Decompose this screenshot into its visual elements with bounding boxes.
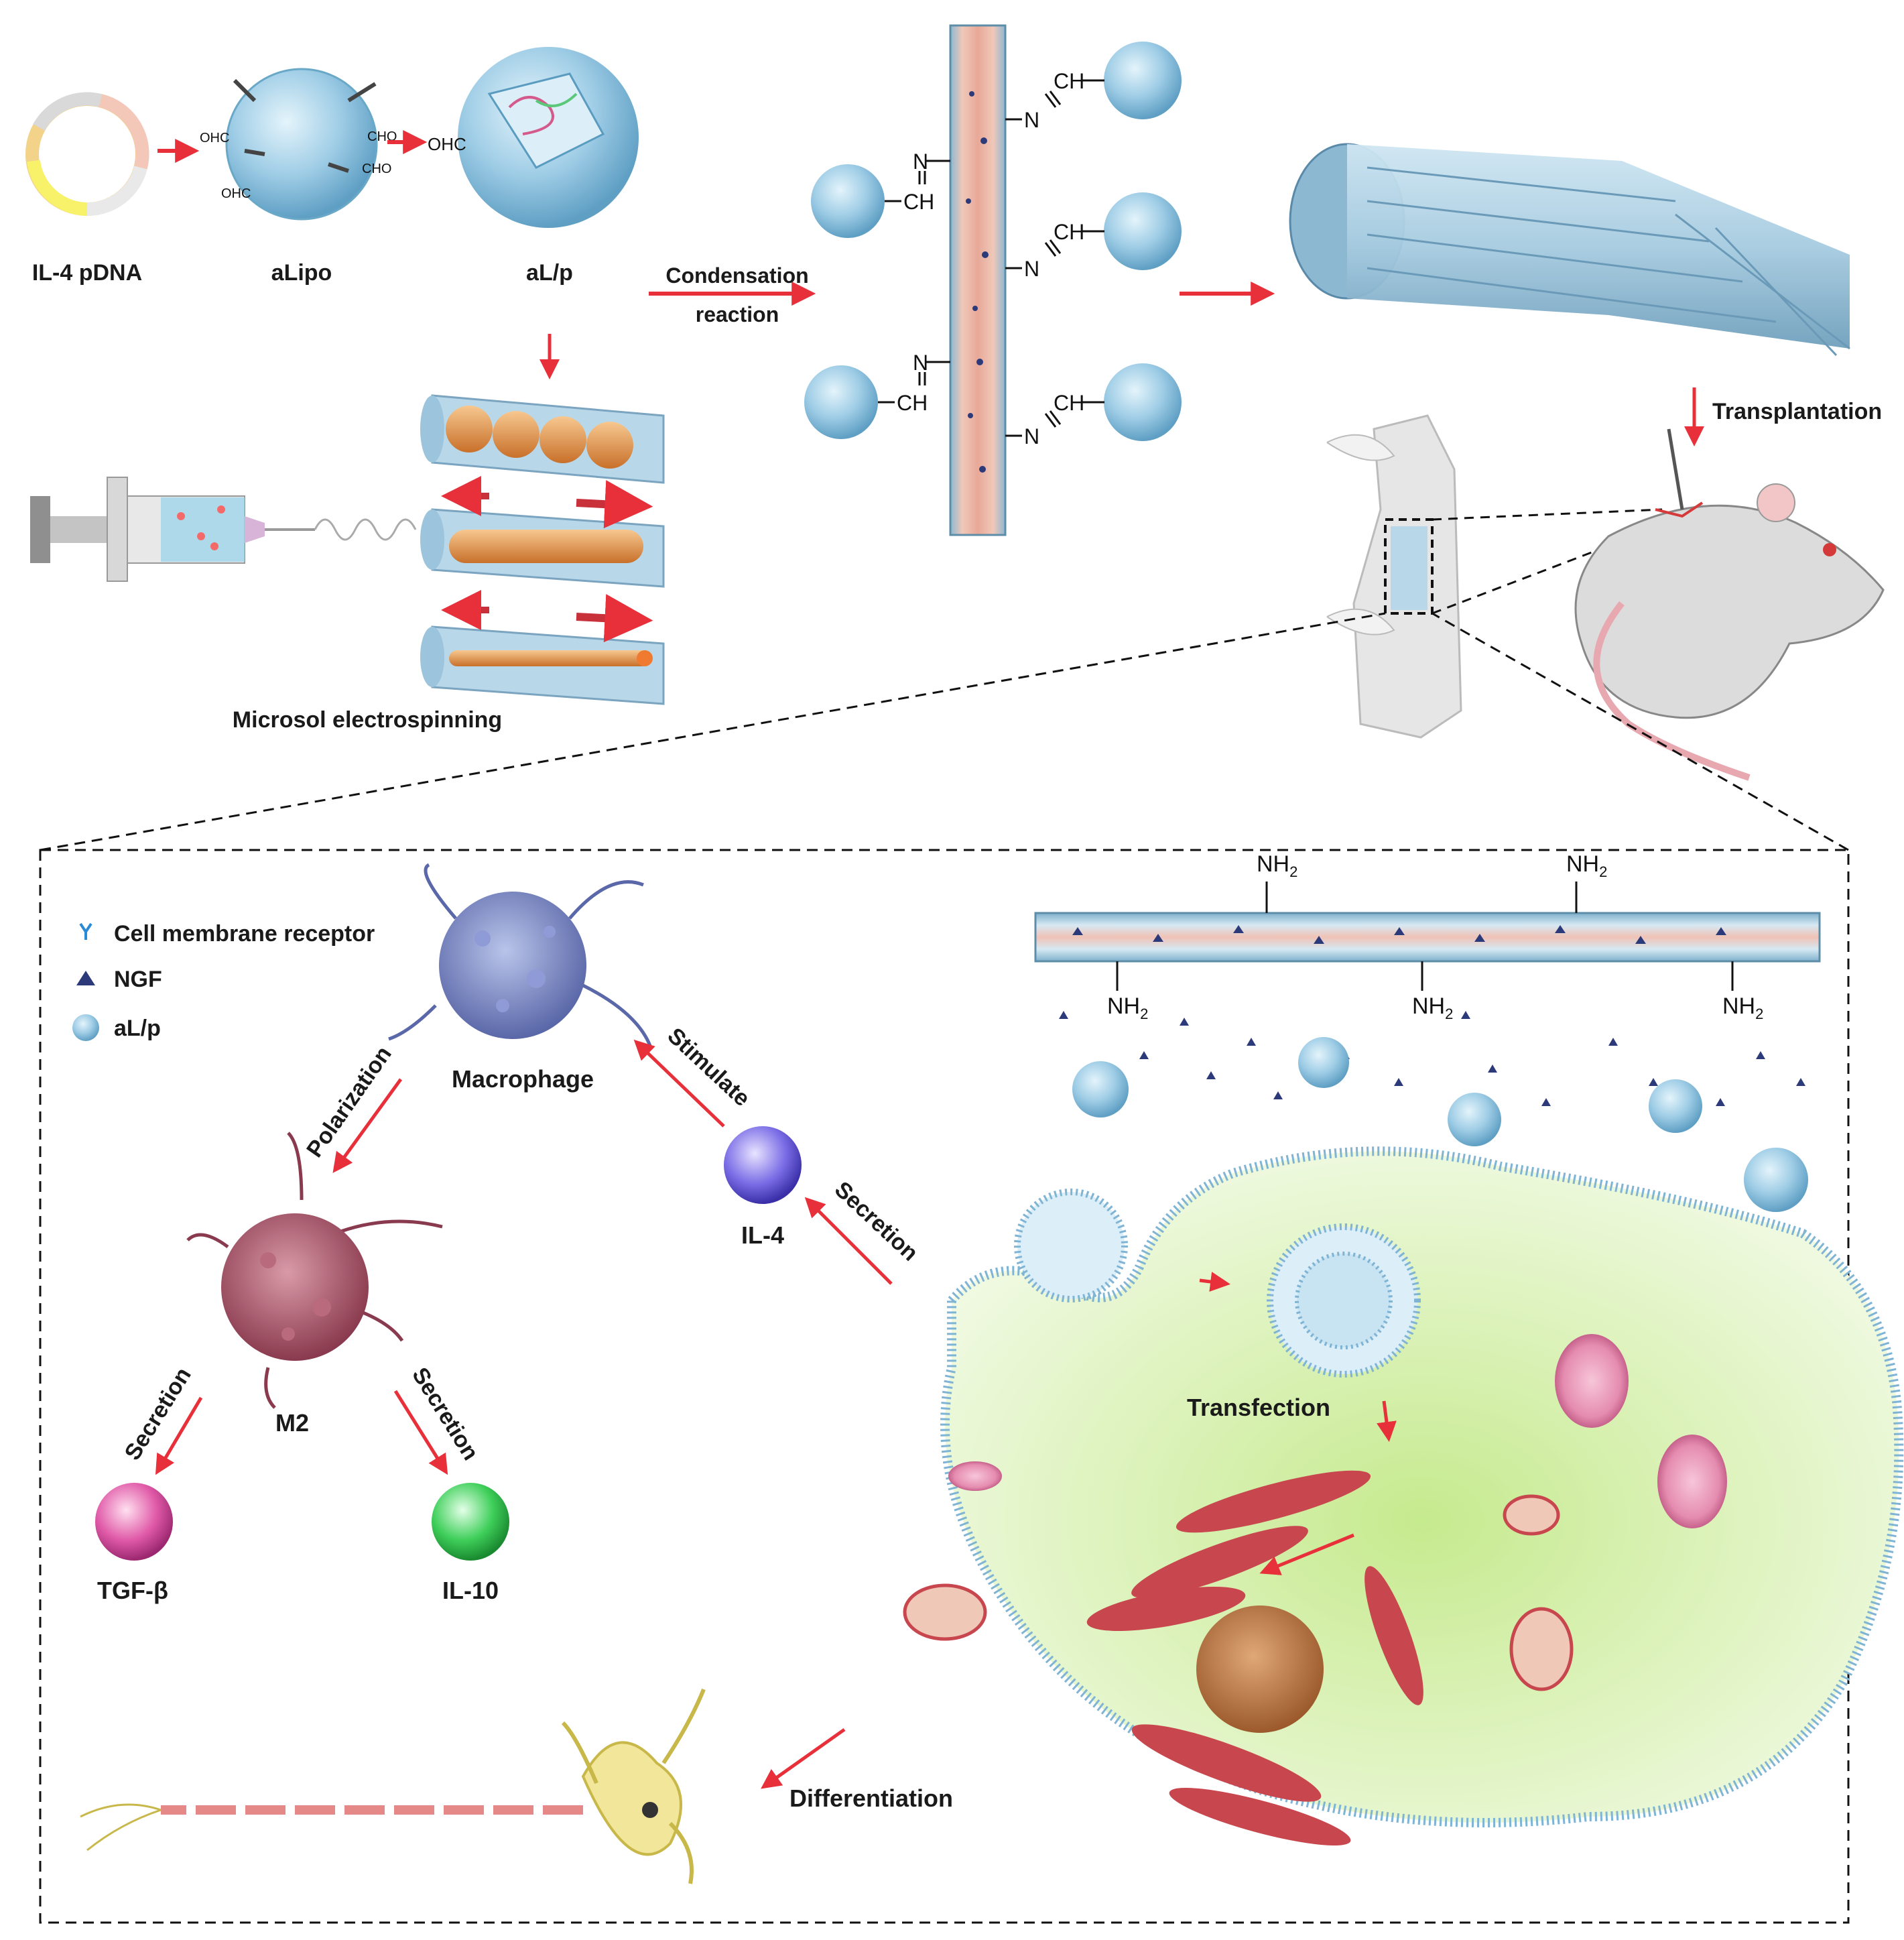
stretch-arrow-right-2 [576,594,653,643]
cho-label-4: OHC [221,186,251,201]
zoom-line-4 [1432,612,1849,851]
released-alp-2 [1298,1037,1349,1088]
neuron-cell [80,1688,706,1884]
amine-label-3: NH2 [1107,993,1148,1022]
label-reaction: reaction [696,302,779,326]
imine-linkage-right-2 [1005,192,1182,270]
alp-particle-cutaway [458,47,639,228]
cho-label-1: OHC [200,131,229,145]
imine-linkage-right-1 [1005,42,1182,121]
zoom-line-1 [1432,508,1663,521]
alp-icon [72,1014,99,1041]
label-il10: IL-10 [442,1577,499,1604]
imine-linkage-right-3 [1005,363,1182,441]
ngf-icon [76,971,95,985]
label-secretion-il10: Secretion [407,1363,483,1465]
fiber-bundle [1289,143,1850,357]
released-alp-1 [1072,1061,1129,1117]
horizontal-fiber [1034,882,1821,991]
legend-receptor-label: Cell membrane receptor [114,921,375,947]
label-tgf-beta: TGF-β [97,1577,168,1604]
macrophage-cell [388,863,652,1046]
m2-cell [186,1132,443,1409]
fiber-tube-2 [420,508,665,588]
imine-n-left-2: N [913,351,928,375]
stretch-arrow-right-1 [576,480,653,529]
imine-ch-left-1: CH [903,190,934,214]
arrow-differentiation [761,1727,846,1789]
amine-label-2: NH2 [1566,851,1607,880]
receptor-icon [79,922,92,940]
imine-n-right-1: N [1024,108,1039,132]
label-secretion-il4: Secretion [830,1176,923,1266]
amine-label-5: NH2 [1722,993,1763,1022]
imine-linkage-left-1 [811,160,950,238]
il4-sphere [724,1126,802,1204]
released-alp-3 [1448,1093,1501,1146]
legend-alp-label: aL/p [114,1016,161,1041]
imine-linkage-left-2 [804,361,950,439]
label-condensation: Condensation [665,263,808,288]
plasmid-icon [25,92,149,217]
arrow-secretion-il10 [393,1390,448,1475]
label-il4-pdna: IL-4 pDNA [32,260,142,286]
label-alp: aL/p [526,260,573,286]
legend-ngf-label: NGF [114,967,162,992]
label-alipo: aLipo [271,260,332,286]
imine-n-left-1: N [913,149,928,174]
transfected-cell [903,1146,1904,1846]
arrow-secretion-tgf [155,1396,203,1475]
label-m2: M2 [275,1409,309,1437]
tgf-sphere [95,1483,173,1561]
label-stimulate: Stimulate [663,1023,755,1111]
legend [72,922,99,1041]
label-secretion-tgf: Secretion [120,1363,196,1465]
arrow-to-nucleus [1259,1533,1354,1575]
arrow-stimulate [633,1039,725,1128]
arrow-polarization [332,1078,403,1173]
label-electrospinning: Microsol electrospinning [233,707,502,733]
imine-ch-right-2: CH [1054,220,1084,244]
amine-label-4: NH2 [1412,993,1453,1022]
imine-n-right-2: N [1024,257,1039,281]
label-transfection: Transfection [1187,1394,1330,1421]
label-macrophage: Macrophage [452,1065,594,1093]
syringe-icon [30,477,417,582]
imine-ch-right-3: CH [1054,391,1084,415]
vertical-fiber [949,24,1007,536]
label-transplantation: Transplantation [1712,399,1882,424]
spine-illustration [1326,414,1462,739]
released-alp-5 [1744,1148,1808,1212]
rat-illustration [1574,428,1885,781]
imine-n-right-3: N [1024,424,1039,448]
il10-sphere [432,1483,509,1561]
released-alp-4 [1649,1079,1702,1133]
released-ngf-particles [1059,1011,1805,1106]
arrow-secretion-il4 [804,1197,893,1285]
ohc-label-alp: OHC [428,134,466,154]
zoom-line-3 [40,612,1386,851]
cho-label-3: CHO [362,162,391,176]
arrow-endocytosis [1199,1272,1230,1292]
fiber-tube-1 [420,394,665,484]
fiber-tube-3 [420,625,665,705]
arrow-release [1377,1400,1397,1442]
imine-ch-right-1: CH [1054,69,1084,93]
label-il4: IL-4 [741,1221,784,1249]
amine-label-1: NH2 [1257,851,1297,880]
label-differentiation: Differentiation [789,1784,953,1812]
imine-ch-left-2: CH [897,391,928,415]
alipo-particle [225,68,378,221]
